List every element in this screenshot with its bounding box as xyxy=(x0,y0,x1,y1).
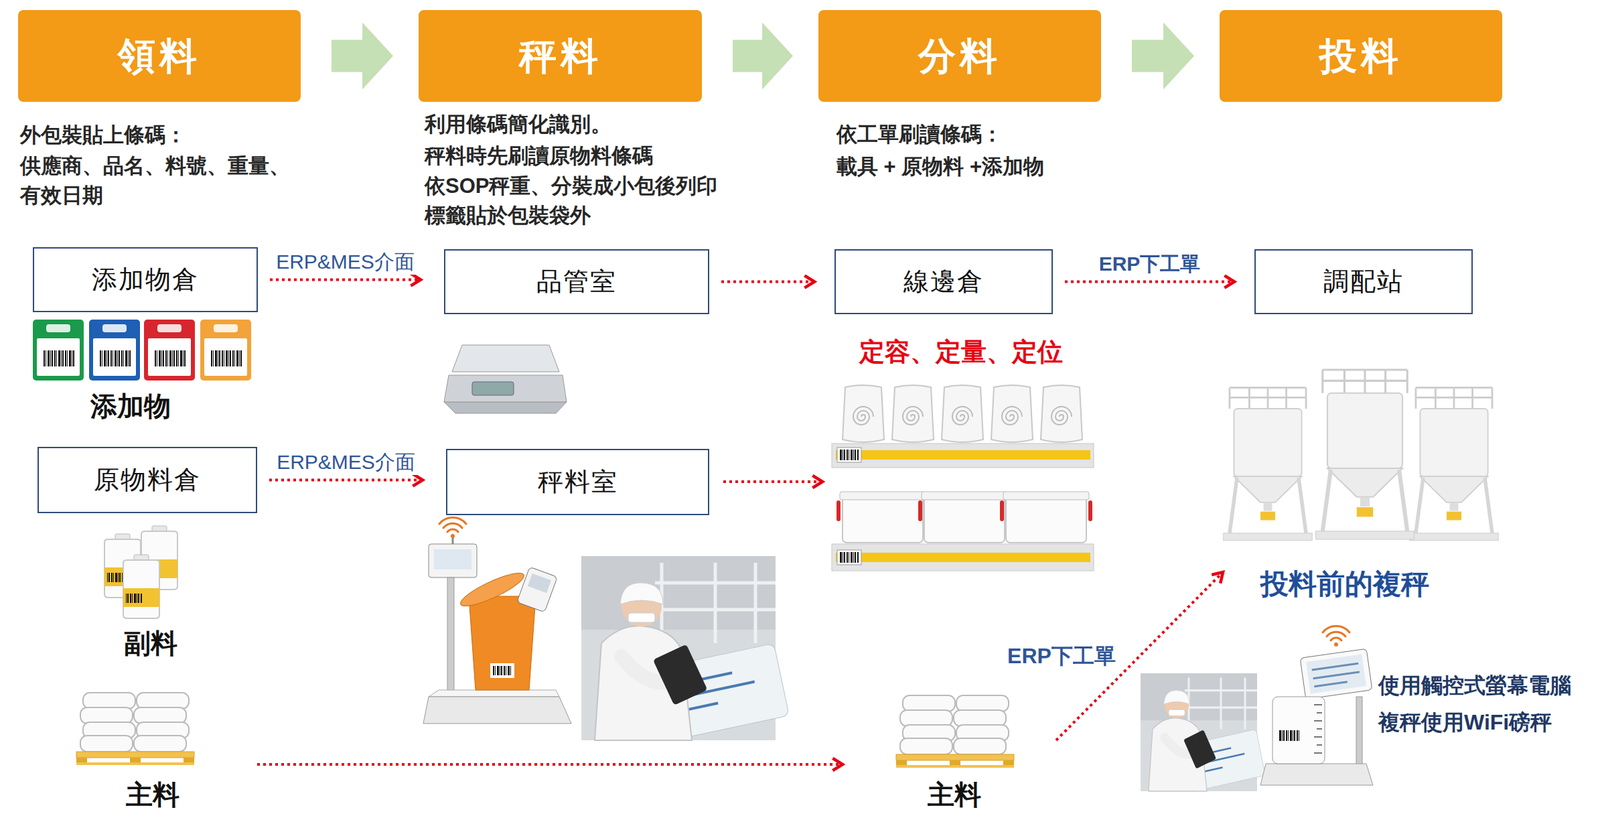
box-label: 原物料倉 xyxy=(93,464,201,497)
step-note: 標籤貼於包裝袋外 xyxy=(424,202,591,230)
item-caption: 副料 xyxy=(123,625,178,661)
edge-label: ERP&MES介面 xyxy=(273,448,418,475)
edge-label: ERP下工單 xyxy=(1096,250,1204,277)
item-caption: 主料 xyxy=(927,776,982,812)
box-label: 投料 xyxy=(1319,32,1403,80)
box-label: 分料 xyxy=(918,32,1002,80)
photo xyxy=(1140,673,1266,793)
additive-icons xyxy=(32,319,252,381)
step-note: 利用條碼簡化識別。 xyxy=(424,111,612,138)
item-caption: 添加物 xyxy=(90,388,171,424)
item-caption: 投料前的複秤 xyxy=(1260,565,1430,603)
location-box: 秤料室 xyxy=(446,448,710,516)
flow-arrow xyxy=(269,278,421,282)
box-label: 秤料 xyxy=(519,32,603,80)
step-note: 供應商、品名、料號、重量、 xyxy=(20,152,290,180)
location-box: 品管室 xyxy=(444,249,710,315)
box-label: 領料 xyxy=(117,32,201,80)
phase-box: 分料 xyxy=(818,10,1102,102)
step-arrow xyxy=(732,22,793,90)
location-box: 線邊倉 xyxy=(834,249,1053,315)
box-label: 秤料室 xyxy=(537,466,619,499)
flow-arrow xyxy=(257,481,1223,765)
step-note: 有效日期 xyxy=(20,182,104,209)
pallet-icon xyxy=(76,692,1014,768)
flow-arrow xyxy=(1064,280,1235,284)
box-label: 調配站 xyxy=(1323,265,1404,299)
phase-box: 秤料 xyxy=(418,10,702,102)
device-note: 使用觸控式螢幕電腦 xyxy=(1378,671,1572,700)
photo xyxy=(581,555,789,742)
phase-box: 投料 xyxy=(1219,10,1503,102)
step-arrow xyxy=(331,22,394,90)
flow-arrow xyxy=(269,478,423,482)
box-label: 品管室 xyxy=(536,265,617,299)
step-note: 外包裝貼上條碼： xyxy=(20,121,187,149)
arrow-label: ERP下工單 xyxy=(1003,640,1120,672)
box-label: 線邊倉 xyxy=(903,265,984,299)
location-box: 調配站 xyxy=(1254,249,1473,315)
device-note: 複秤使用WiFi磅秤 xyxy=(1378,708,1552,737)
step-arrow xyxy=(1131,22,1195,90)
phase-box: 領料 xyxy=(18,10,301,102)
shelf-bins xyxy=(831,491,1094,571)
silos xyxy=(1223,369,1499,541)
step-note: 載具 + 原物料 +添加物 xyxy=(836,153,1045,181)
bench-scale xyxy=(444,344,567,414)
location-box: 添加物倉 xyxy=(32,247,258,313)
box-label: 添加物倉 xyxy=(91,263,199,297)
tablet-scale xyxy=(1260,626,1373,785)
wifi-scale xyxy=(423,517,572,724)
item-caption: 主料 xyxy=(125,776,180,812)
shelf-bags xyxy=(831,385,1094,468)
rule-note: 定容、定量、定位 xyxy=(859,335,1063,369)
edge-label: ERP&MES介面 xyxy=(273,248,418,275)
flow-arrow xyxy=(721,280,815,284)
step-note: 依工單刷讀條碼： xyxy=(836,121,1003,149)
jug-icons xyxy=(104,525,178,619)
step-note: 秤料時先刷讀原物料條碼 xyxy=(424,142,653,170)
location-box: 原物料倉 xyxy=(37,446,258,514)
step-note: 依SOP秤重、分裝成小包後列印 xyxy=(424,172,718,200)
